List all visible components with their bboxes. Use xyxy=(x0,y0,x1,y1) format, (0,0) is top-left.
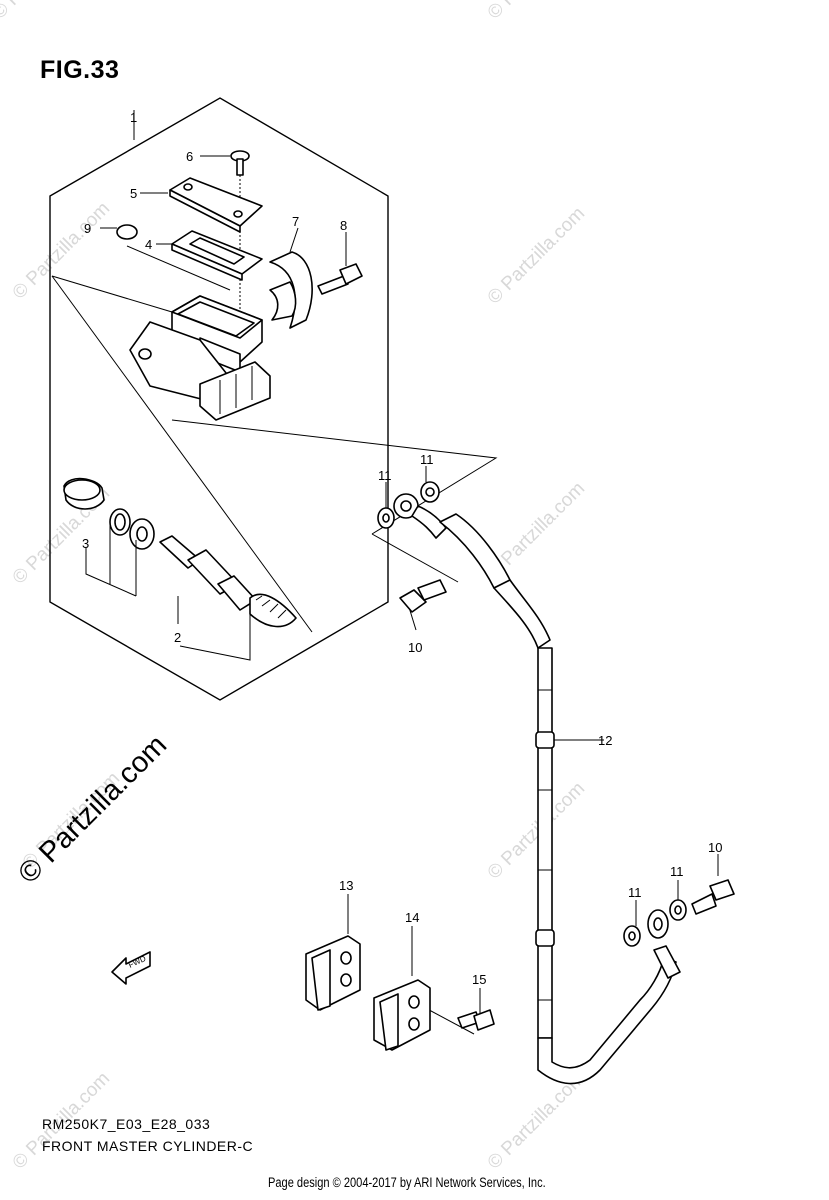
callout-15: 15 xyxy=(472,972,486,987)
diagram-name: FRONT MASTER CYLINDER-C xyxy=(42,1138,254,1154)
lower-banjo-washer-part[interactable] xyxy=(623,925,641,947)
watermark-text: © Partzilla.com xyxy=(9,198,114,303)
lower-banjo-washer-part[interactable] xyxy=(669,899,687,921)
lower-banjo-bolt-part[interactable] xyxy=(691,879,735,915)
callout-6: 6 xyxy=(186,149,193,164)
callout-3: 3 xyxy=(82,536,89,551)
clamp-part[interactable] xyxy=(269,227,313,329)
callout-11-upper-left: 11 xyxy=(378,468,392,483)
watermark-text: © Partzilla.com xyxy=(484,778,589,883)
banjo-washer-part[interactable] xyxy=(420,481,440,503)
callout-8: 8 xyxy=(340,218,347,233)
washer-part[interactable] xyxy=(129,518,155,550)
banjo-washer-part[interactable] xyxy=(377,507,395,529)
figure-title: FIG.33 xyxy=(40,56,120,84)
guide-bolt-part[interactable] xyxy=(457,1009,495,1031)
callout-10-upper: 10 xyxy=(408,640,422,655)
copyright-text: Page design © 2004-2017 by ARI Network S… xyxy=(268,1175,546,1190)
callout-11-upper-right: 11 xyxy=(420,452,434,467)
brake-hose-part[interactable] xyxy=(393,493,681,1085)
watermark-text: © Partzilla.com xyxy=(484,203,589,308)
watermark-main: © Partzilla.com xyxy=(12,729,173,890)
small-cap-part[interactable] xyxy=(100,224,231,291)
callout-2: 2 xyxy=(174,630,181,645)
dust-boot-part[interactable] xyxy=(63,477,105,510)
callout-14: 14 xyxy=(405,910,419,925)
clamp-bolt-part[interactable] xyxy=(317,232,363,295)
watermark-text: © Partzilla.com xyxy=(0,0,94,24)
callout-7: 7 xyxy=(292,214,299,229)
callout-11-lower-right: 11 xyxy=(670,864,684,879)
diaphragm-plate-part[interactable] xyxy=(156,230,263,281)
hose-guide-part[interactable] xyxy=(305,935,361,1011)
piston-set-part[interactable] xyxy=(159,535,297,628)
banjo-bolt-part[interactable] xyxy=(399,579,447,613)
callout-4: 4 xyxy=(145,237,152,252)
callout-12: 12 xyxy=(598,733,612,748)
model-code: RM250K7_E03_E28_033 xyxy=(42,1116,211,1132)
callout-9: 9 xyxy=(84,221,91,236)
watermark-text: © Partzilla.com xyxy=(484,0,589,24)
callout-labels: 1 2 3 4 5 6 7 8 9 10 10 11 11 11 11 12 1… xyxy=(82,110,722,987)
hose-guide-part-2[interactable] xyxy=(373,979,431,1051)
callout-11-lower-left: 11 xyxy=(628,885,642,900)
circlip-part[interactable] xyxy=(109,508,131,536)
reservoir-cap-part[interactable] xyxy=(140,177,263,233)
forward-arrow-icon: FWD xyxy=(111,951,151,985)
callout-1: 1 xyxy=(130,110,137,125)
callout-13: 13 xyxy=(339,878,353,893)
callout-10-lower: 10 xyxy=(708,840,722,855)
callout-5: 5 xyxy=(130,186,137,201)
master-cylinder-body[interactable] xyxy=(129,295,271,421)
